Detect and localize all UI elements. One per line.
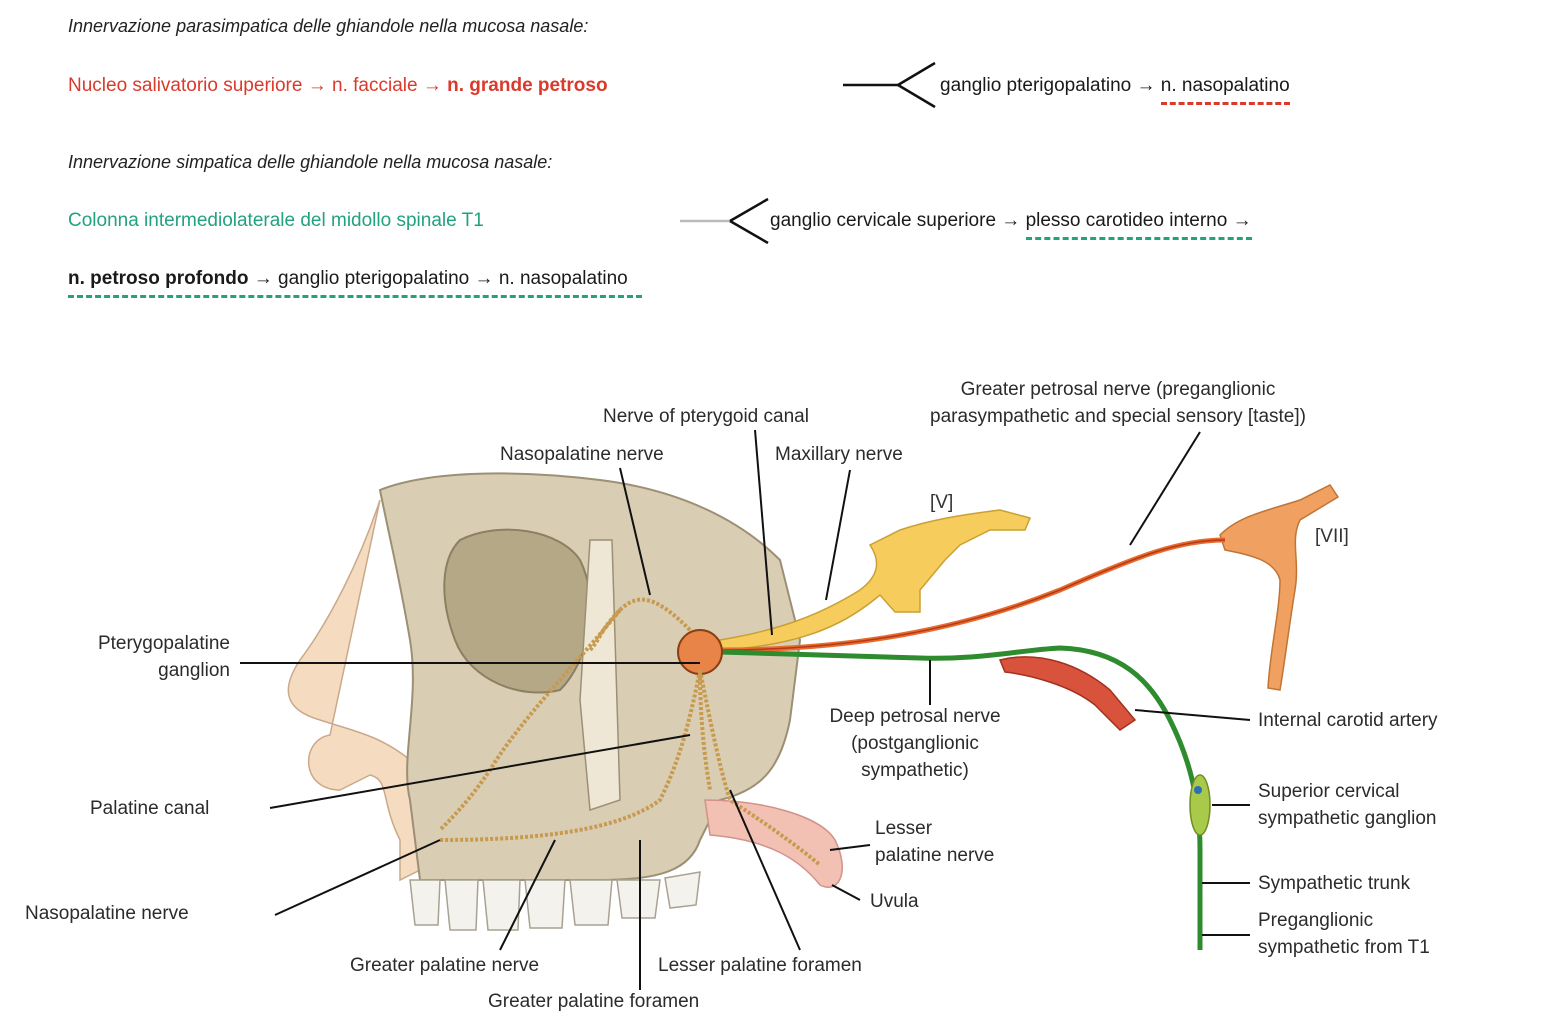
label-pterygopalatine-ganglion: Pterygopalatine ganglion [97,633,230,681]
label-greater-palatine-foramen: Greater palatine foramen [488,991,700,1012]
label-superior-cervical: Superior cervical sympathetic ganglion [1258,781,1437,829]
symp-underline: n. petroso profondo → ganglio pterigopal… [68,268,642,298]
label-maxillary: Maxillary nerve [775,444,903,465]
orbit [443,528,592,694]
facial-text: n. facciale [332,75,418,96]
anatomy-illustration [240,429,1340,990]
label-uvula: Uvula [870,891,919,912]
teeth [409,871,701,931]
symp-chain-second: n. petroso profondo → ganglio pterigopal… [68,268,642,298]
label-cn-v: [V] [930,492,954,513]
label-greater-palatine-nerve: Greater palatine nerve [350,955,540,976]
notes-section: Innervazione parasimpatica delle ghiando… [0,0,1546,310]
greater-petrosal-text: n. grande petroso [447,75,608,96]
cervical-ganglion-text: ganglio cervicale superiore [770,210,997,231]
label-nerve-pterygoid-canal: Nerve of pterygoid canal [603,406,809,427]
facial-nerve [1219,484,1340,691]
arrow-icon: → [253,268,273,289]
anatomy-figure: Greater petrosal nerve (preganglionic pa… [0,330,1546,1021]
label-palatine-canal: Palatine canal [90,798,210,819]
symp-heading: Innervazione simpatica delle ghiandole n… [68,152,553,172]
nucleus-text: Nucleo salivatorio superiore [68,75,303,96]
leader-lines [240,429,1251,990]
label-nasopalatine-bottom: Nasopalatine nerve [25,903,189,924]
arrow-icon: → [474,268,494,289]
label-sympathetic-trunk: Sympathetic trunk [1258,873,1411,894]
label-cn-vii: [VII] [1315,526,1349,547]
sinus-column [579,539,621,812]
nasopalatine-text: n. nasopalatino [498,268,628,289]
ganglion-text: ganglio pterigopalatino [278,268,470,289]
label-greater-petrosal: Greater petrosal nerve (preganglionic pa… [930,379,1306,427]
branch-connector [680,197,769,245]
ganglion-text: ganglio pterigopalatino [940,75,1132,96]
label-nasopalatine-top: Nasopalatine nerve [500,444,664,465]
symp-chain-right: ganglio cervicale superiore → plesso car… [770,210,1252,240]
trigeminal-nerve [719,509,1032,651]
arrow-icon: → [1136,75,1156,96]
para-chain-right: ganglio pterigopalatino → n. nasopalatin… [940,75,1290,105]
para-heading: Innervazione parasimpatica delle ghiando… [68,16,589,36]
internal-carotid-artery [998,656,1137,731]
label-lesser-palatine-nerve: Lesser palatine nerve [875,818,995,866]
label-lesser-palatine-foramen: Lesser palatine foramen [658,955,862,976]
arrow-icon: → [1001,210,1021,231]
palatine-nerves [438,597,822,867]
label-preganglionic: Preganglionic sympathetic from T1 [1258,910,1430,958]
nose-skin [287,499,421,882]
pterygopalatine-ganglion [677,629,723,675]
uvula-shape [704,799,843,888]
symp-column-text: Colonna intermediolaterale del midollo s… [68,210,484,231]
nasopalatine-text: n. nasopalatino [1160,75,1290,105]
superior-cervical-ganglion [1189,774,1211,836]
carotid-plexus-text: plesso carotideo interno → [1025,210,1252,240]
label-deep-petrosal: Deep petrosal nerve (postganglionic symp… [829,706,1001,781]
arrow-icon: → [422,75,442,96]
deep-petrosal-nerve [719,645,1203,950]
deep-petrosal-text: n. petroso profondo [68,268,249,289]
label-internal-carotid: Internal carotid artery [1258,710,1438,731]
arrow-icon: → [307,75,327,96]
branch-connector [843,61,936,109]
para-chain-left: Nucleo salivatorio superiore → n. faccia… [68,75,608,97]
